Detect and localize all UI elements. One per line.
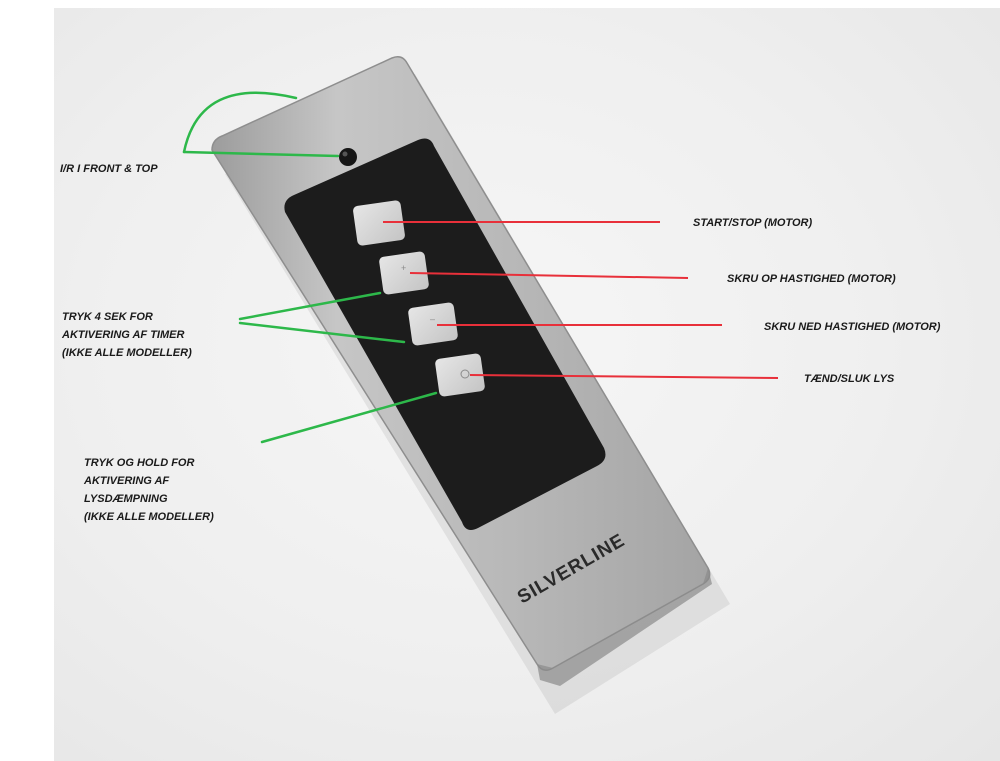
left-margin <box>0 0 54 761</box>
svg-text:–: – <box>430 314 435 324</box>
speed-down-label: SKRU NED HASTIGHED (MOTOR) <box>764 321 941 333</box>
start-stop-label: START/STOP (MOTOR) <box>693 217 813 229</box>
remote-bottom-face <box>537 568 712 686</box>
speed-up-label: SKRU OP HASTIGHED (MOTOR) <box>727 273 896 285</box>
dimming-line <box>260 391 438 444</box>
ir-front-line <box>182 150 340 158</box>
ir-sensor <box>339 148 357 166</box>
light-button[interactable] <box>435 353 486 397</box>
green-callout-lines <box>182 91 438 444</box>
timer-line-2 <box>238 321 406 344</box>
top-margin <box>0 0 1000 8</box>
start-stop-button[interactable] <box>352 200 405 246</box>
dimming-label: TRYK OG HOLD FOR AKTIVERING AF LYSDÆMPNI… <box>83 457 214 523</box>
red-callout-lines <box>383 221 779 379</box>
ir-label: I/R I FRONT & TOP <box>60 163 158 175</box>
svg-text:+: + <box>401 263 406 273</box>
speed-up-button[interactable]: + <box>379 251 430 295</box>
speed-up-line <box>409 272 689 279</box>
speed-down-button[interactable]: – <box>408 302 459 346</box>
timer-line-1 <box>238 291 382 321</box>
light-bulb-icon <box>460 369 470 379</box>
remote-control: + – SILVERLINE <box>211 56 712 686</box>
timer-label: TRYK 4 SEK FOR AKTIVERING AF TIMER (IKKE… <box>61 311 192 359</box>
light-line <box>469 374 779 379</box>
ir-top-arc <box>182 91 298 154</box>
light-label: TÆND/SLUK LYS <box>804 373 895 385</box>
